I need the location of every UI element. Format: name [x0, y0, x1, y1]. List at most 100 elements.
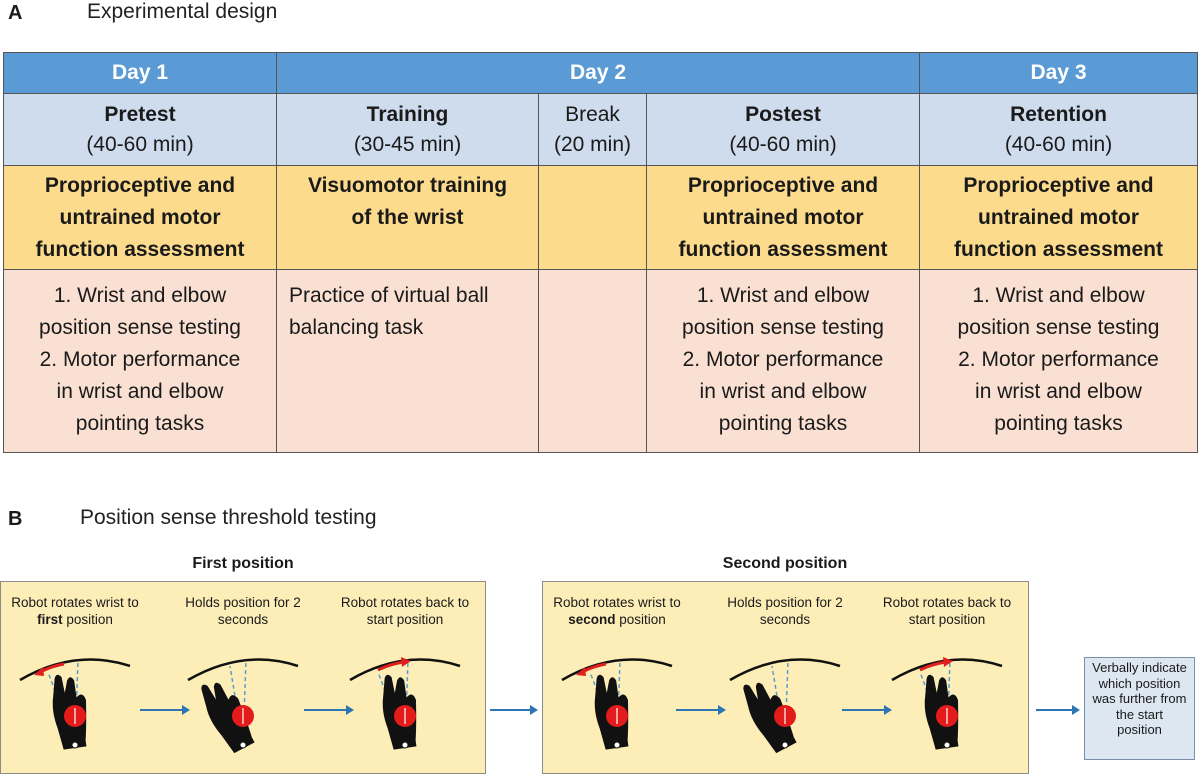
assessment-line: untrained motor: [59, 205, 221, 229]
day-3-header: Day 3: [919, 52, 1198, 94]
detail-training: Practice of virtual ball balancing task: [276, 269, 539, 453]
wrist-hand-icon: [729, 658, 841, 754]
day-header-row: Day 1 Day 2 Day 3: [3, 52, 1198, 94]
assessment-line: function assessment: [678, 237, 888, 261]
phase-retention: Retention (40-60 min): [919, 93, 1198, 166]
second-position-heading: Second position: [722, 555, 848, 572]
position-step: Holds position for 2 seconds: [168, 594, 318, 758]
assessment-row: Proprioceptive and untrained motor functio…: [3, 165, 1198, 270]
phase-row: Pretest (40-60 min) Training (30-45 min) B…: [3, 93, 1198, 166]
phase-name: Pretest: [104, 102, 176, 126]
step-label-line: start position: [330, 611, 480, 628]
wrist-hand-icon: [561, 658, 673, 750]
step-label: Robot rotates back to start position: [872, 594, 1022, 634]
step-label-rest: position: [615, 612, 666, 627]
step-label-rest: position: [62, 612, 113, 627]
detail-line: position sense testing: [682, 316, 884, 339]
step-label-line: Robot rotates back to: [340, 595, 470, 610]
verbal-indication-box: Verbally indicate which position was fur…: [1084, 657, 1195, 760]
detail-retention: 1. Wrist and elbow position sense testing…: [919, 269, 1198, 453]
step-label-line: start position: [872, 611, 1022, 628]
assessment-line: of the wrist: [351, 206, 464, 229]
detail-line: pointing tasks: [75, 412, 205, 435]
detail-line: 1. Wrist and elbow: [53, 284, 227, 307]
phase-training: Training (30-45 min): [276, 93, 539, 166]
verbal-line: the start: [1116, 706, 1163, 722]
detail-line: 2. Motor performance: [682, 348, 884, 371]
flow-arrow-icon: [842, 705, 892, 715]
flow-arrow-icon: [676, 705, 726, 715]
detail-pretest: 1. Wrist and elbow position sense testing…: [3, 269, 277, 453]
step-label-rest: seconds: [217, 612, 269, 627]
verbal-line: was further from: [1092, 691, 1187, 706]
section-a-title: Experimental design: [87, 0, 278, 23]
phase-duration: (40-60 min): [1004, 132, 1113, 156]
phase-break: Break(20 min): [538, 93, 647, 166]
step-label-line: seconds: [710, 611, 860, 628]
wrist-hand-icon: [349, 657, 461, 750]
step-label-line: seconds: [168, 611, 318, 628]
wrist-hand-icon: [187, 658, 299, 754]
phase-duration: (40-60 min): [86, 132, 194, 156]
phase-name: Retention: [1010, 102, 1107, 126]
assessment-line: Proprioceptive and: [687, 173, 879, 197]
verbal-line: Verbally indicate: [1092, 660, 1187, 675]
step-label: Holds position for 2 seconds: [168, 594, 318, 634]
phase-duration: (40-60 min): [729, 132, 837, 156]
assessment-line: Proprioceptive and: [44, 173, 236, 197]
detail-break: [538, 269, 647, 453]
step-label-line: second position: [542, 611, 692, 628]
assessment-line: function assessment: [954, 237, 1163, 261]
step-label-line: Holds position for 2: [727, 595, 843, 610]
step-label-emphasis: second: [568, 612, 616, 627]
step-label-rest: start position: [366, 612, 444, 627]
step-label-rest: start position: [908, 612, 986, 627]
phase-posttest: Postest (40-60 min): [646, 93, 920, 166]
detail-line: 2. Motor performance: [39, 348, 241, 371]
assessment-line: function assessment: [35, 237, 245, 261]
assessment-line: untrained motor: [702, 205, 864, 229]
first-position-heading: First position: [192, 555, 294, 572]
flow-arrow-icon: [140, 705, 190, 715]
wrist-hand-icon: [891, 657, 1003, 750]
position-step: Robot rotates back to start position: [872, 594, 1022, 758]
step-label-line: Robot rotates back to: [882, 595, 1012, 610]
flow-arrow-icon: [304, 705, 354, 715]
detail-line: 1. Wrist and elbow: [972, 284, 1145, 307]
step-label-emphasis: first: [37, 612, 63, 627]
phase-pretest: Pretest (40-60 min): [3, 93, 277, 166]
step-label-line: first position: [0, 611, 150, 628]
position-step: Robot rotates back to start position: [330, 594, 480, 758]
detail-line: pointing tasks: [718, 412, 848, 435]
day-2-header: Day 2: [276, 52, 920, 94]
assessment-pretest: Proprioceptive and untrained motor functio…: [3, 165, 277, 270]
assessment-line: untrained motor: [978, 205, 1139, 229]
detail-line: position sense testing: [39, 316, 241, 339]
detail-line: pointing tasks: [994, 412, 1123, 435]
phase-name: Training: [366, 102, 449, 126]
section-b-letter: B: [8, 508, 23, 530]
phase-name: Postest: [745, 102, 821, 126]
detail-line: 1. Wrist and elbow: [696, 284, 870, 307]
experimental-design-table: Day 1 Day 2 Day 3 Pretest (40-60 min) Tra…: [3, 52, 1198, 453]
section-a-letter: A: [8, 2, 23, 24]
day-1-header: Day 1: [3, 52, 277, 94]
detail-posttest: 1. Wrist and elbow position sense testing…: [646, 269, 920, 453]
detail-line: Practice of virtual ball: [289, 284, 489, 307]
assessment-retention: Proprioceptive and untrained motor functio…: [919, 165, 1198, 270]
step-label-line: Holds position for 2: [185, 595, 301, 610]
assessment-line: Proprioceptive and: [963, 173, 1154, 197]
detail-line: balancing task: [289, 316, 424, 339]
step-label-line: Robot rotates wrist to: [553, 595, 681, 610]
detail-line: in wrist and elbow: [699, 380, 867, 403]
phase-duration: (30-45 min): [353, 132, 462, 156]
phase-duration: (20 min): [553, 132, 632, 156]
detail-line: position sense testing: [957, 316, 1160, 339]
assessment-break: [538, 165, 647, 270]
